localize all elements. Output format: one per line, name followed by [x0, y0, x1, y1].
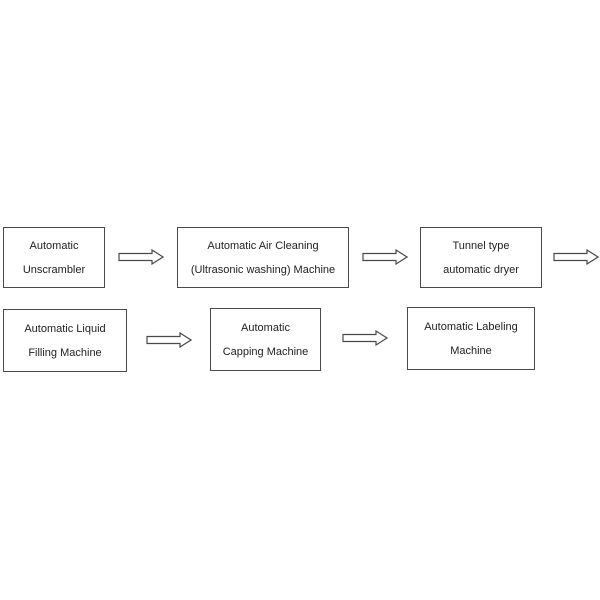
flow-arrow-icon	[553, 249, 599, 265]
step-automatic-capping-machine: Automatic Capping Machine	[210, 308, 321, 371]
step-automatic-air-cleaning-machine: Automatic Air Cleaning (Ultrasonic washi…	[177, 227, 349, 288]
step-tunnel-type-automatic-dryer: Tunnel type automatic dryer	[420, 227, 542, 288]
step-automatic-unscrambler: Automatic Unscrambler	[3, 227, 105, 288]
step-label-line: Automatic Air Cleaning	[207, 239, 319, 252]
step-automatic-labeling-machine: Automatic Labeling Machine	[407, 307, 535, 370]
flow-arrow-icon	[146, 332, 192, 348]
flow-arrow-icon	[118, 249, 164, 265]
step-label-line: Automatic	[29, 239, 79, 252]
step-label-line: Automatic Liquid	[24, 322, 106, 335]
step-label-line: Capping Machine	[222, 345, 309, 358]
step-label-line: Automatic	[241, 321, 290, 334]
step-label-line: Machine	[450, 344, 492, 357]
flow-arrow-icon	[342, 330, 388, 346]
step-label-line: Unscrambler	[22, 263, 86, 276]
step-label-line: Automatic Labeling	[424, 320, 518, 333]
step-label-line: (Ultrasonic washing) Machine	[190, 263, 336, 276]
flow-arrow-icon	[362, 249, 408, 265]
step-label-line: Filling Machine	[28, 346, 102, 359]
step-automatic-liquid-filling-machine: Automatic Liquid Filling Machine	[3, 309, 127, 372]
step-label-line: automatic dryer	[443, 263, 519, 276]
step-label-line: Tunnel type	[452, 239, 510, 252]
